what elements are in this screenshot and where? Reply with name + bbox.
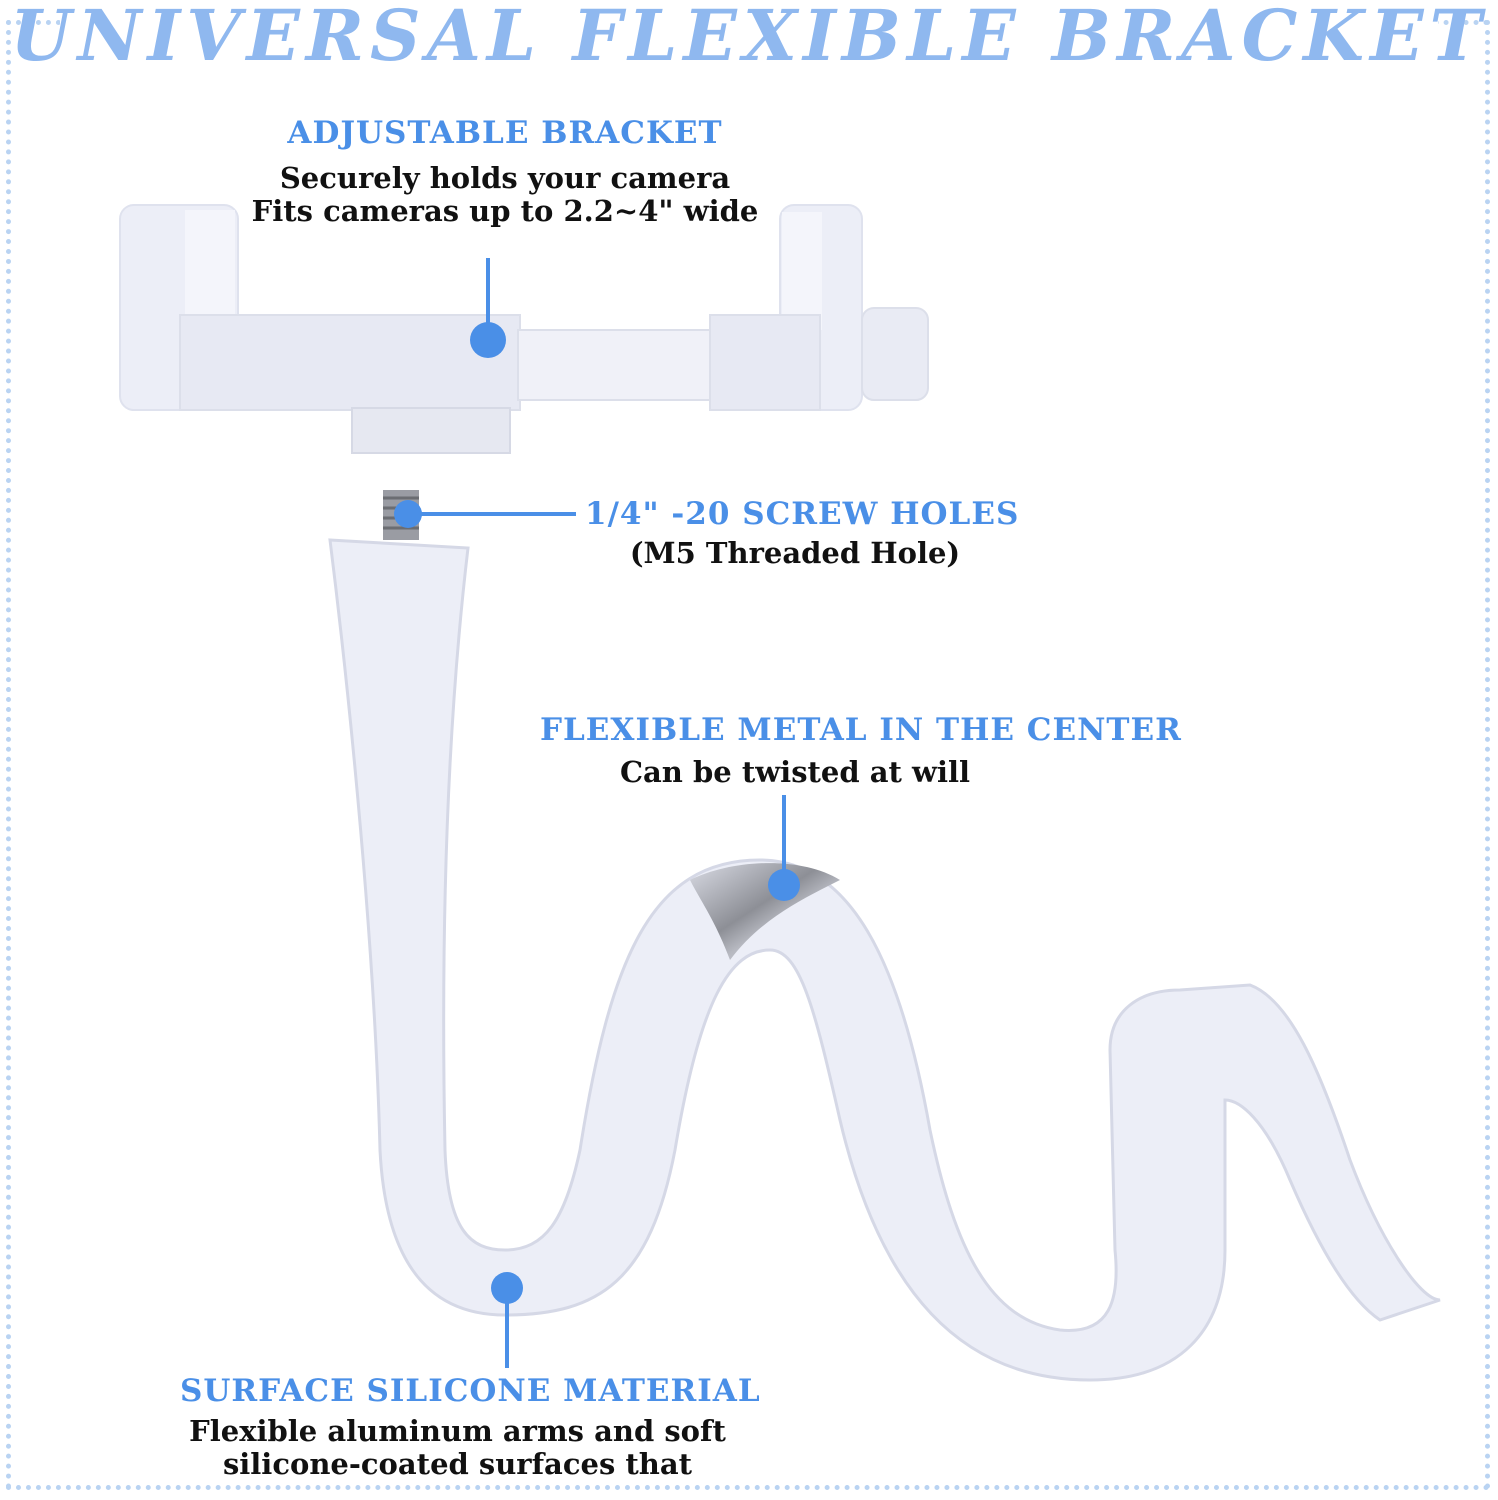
bracket-heading: ADJUSTABLE BRACKET bbox=[287, 115, 723, 151]
bracket-line2: Fits cameras up to 2.2~4" wide bbox=[251, 194, 759, 228]
flexible-arm bbox=[328, 538, 1441, 1382]
silicone-heading: SURFACE SILICONE MATERIAL bbox=[180, 1373, 761, 1409]
screw-line1: (M5 Threaded Hole) bbox=[629, 536, 961, 570]
metal-line1: Can be twisted at will bbox=[619, 755, 971, 789]
metal-heading: FLEXIBLE METAL IN THE CENTER bbox=[540, 712, 1182, 748]
silicone-line2: silicone-coated surfaces that bbox=[222, 1447, 693, 1481]
title-backdrop bbox=[60, 0, 1438, 70]
page-title: UNIVERSAL FLEXIBLE BRACKET bbox=[10, 0, 1488, 77]
callout-markers bbox=[394, 258, 800, 1368]
bracket-line1: Securely holds your camera bbox=[279, 161, 731, 195]
screw-heading: 1/4" -20 SCREW HOLES bbox=[585, 496, 1020, 532]
phone-clamp bbox=[119, 204, 929, 454]
silicone-line1: Flexible aluminum arms and soft bbox=[189, 1414, 726, 1448]
